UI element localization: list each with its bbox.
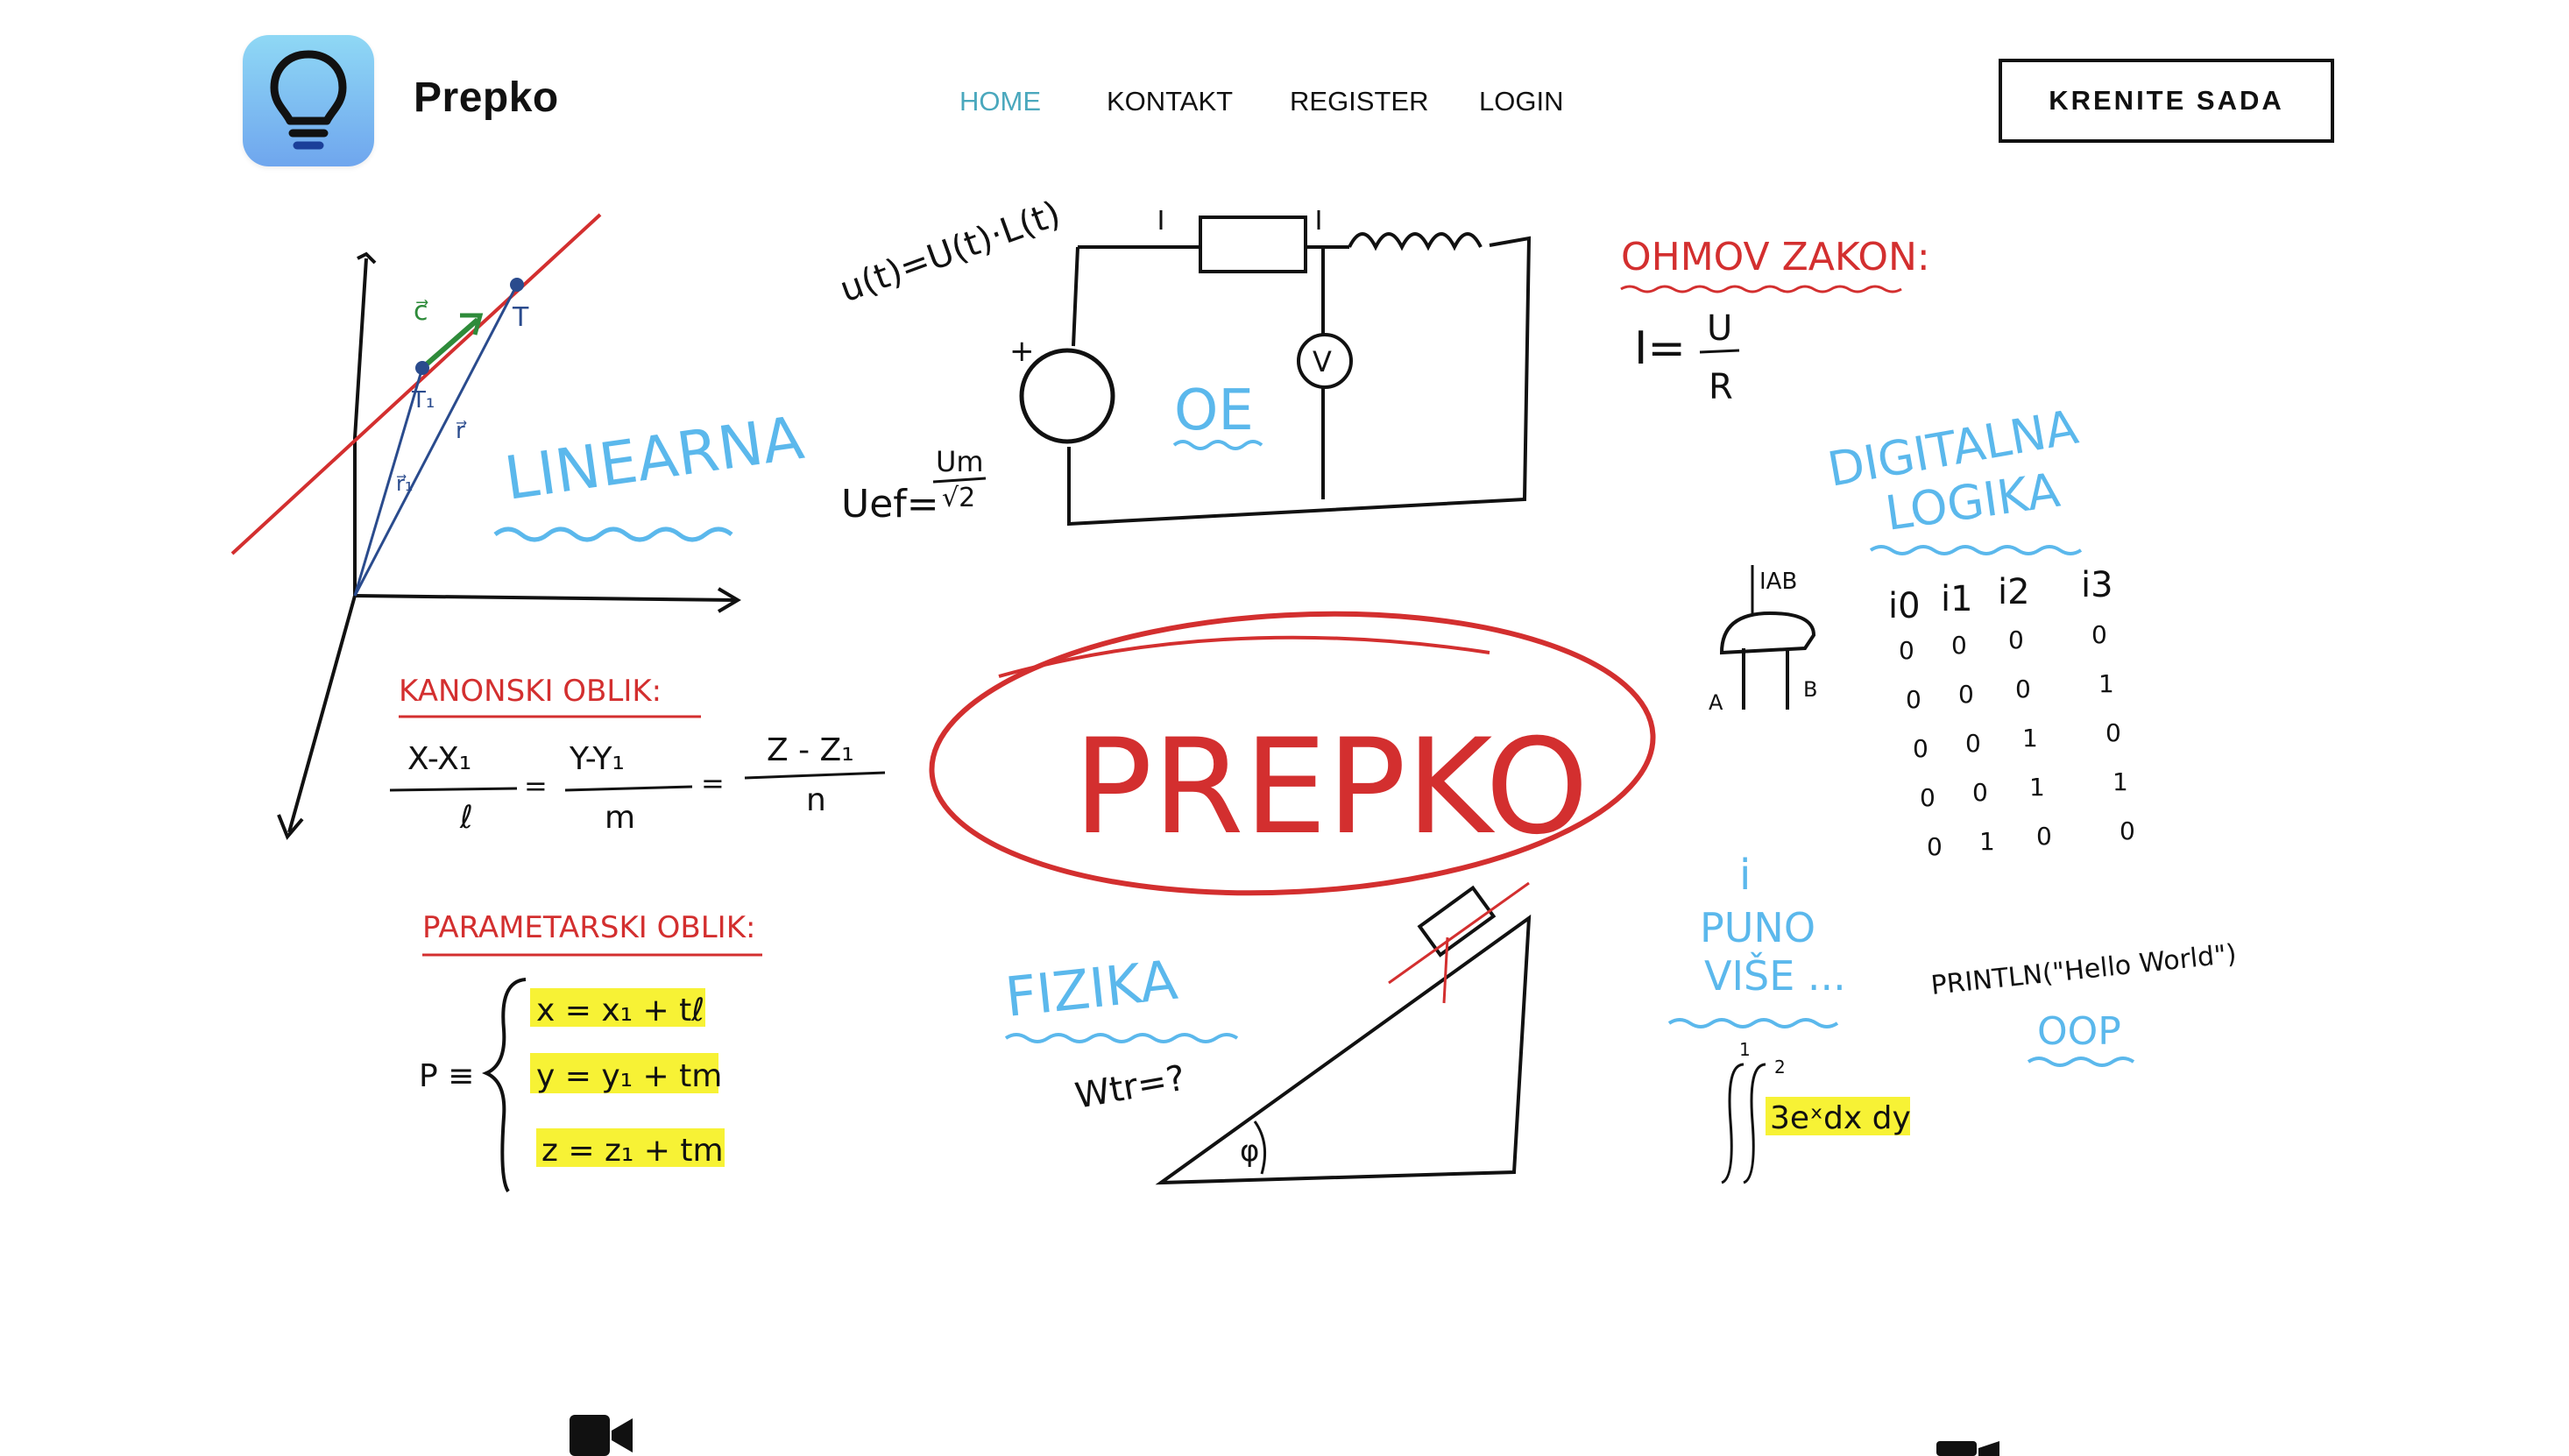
prepko-center: PREPKO bbox=[929, 611, 1656, 896]
eq-c-den: n bbox=[806, 782, 826, 818]
linearna-heading: LINEARNA bbox=[500, 404, 808, 514]
angle-phi: φ bbox=[1240, 1134, 1259, 1169]
integral-lower: 1 bbox=[1739, 1039, 1751, 1060]
uef-den: √2 bbox=[942, 483, 975, 513]
truth-cell: 1 bbox=[2113, 767, 2128, 796]
eq-a-num: X-X₁ bbox=[407, 741, 471, 777]
ohm-title: OHMOV ZAKON: bbox=[1621, 235, 1930, 279]
video-camera-icon bbox=[570, 1415, 633, 1456]
println-code: PRINTLN("Hello World") bbox=[1929, 939, 2238, 1001]
param-z: z = z₁ + tm bbox=[541, 1133, 724, 1169]
kanonski-title: KANONSKI OBLIK: bbox=[399, 674, 662, 709]
video-camera-icon bbox=[1936, 1441, 1999, 1456]
nav-kontakt[interactable]: KONTAKT bbox=[1107, 86, 1234, 117]
truth-cell: 0 bbox=[2015, 675, 2031, 703]
physics-section: FIZIKA Wtr=? φ bbox=[1002, 881, 1532, 1185]
truth-cell: 0 bbox=[1899, 636, 1914, 665]
svg-text:+: + bbox=[1009, 334, 1035, 369]
vector-r1-label: r⃗₁ bbox=[396, 471, 414, 496]
truth-cell: 0 bbox=[1920, 783, 1936, 812]
nav-register[interactable]: REGISTER bbox=[1290, 86, 1429, 117]
uef-num: Um bbox=[936, 445, 984, 478]
oop-label: OOP bbox=[2037, 1009, 2121, 1054]
parametarski-title: PARAMETARSKI OBLIK: bbox=[422, 910, 755, 945]
truth-cell: 0 bbox=[1906, 685, 1921, 714]
integral-expr: 3eˣdx dy bbox=[1770, 1100, 1911, 1136]
param-x: x = x₁ + tℓ bbox=[536, 993, 704, 1028]
eq-b-num: Y-Y₁ bbox=[569, 741, 625, 777]
svg-text:=: = bbox=[701, 767, 725, 800]
ohm-section: OHMOV ZAKON: I= U R bbox=[1620, 235, 1930, 407]
ohm-u: U bbox=[1707, 308, 1732, 349]
oe-label: OE bbox=[1174, 378, 1254, 443]
wtr-label: Wtr=? bbox=[1072, 1058, 1189, 1117]
programming-section: PRINTLN("Hello World") OOP bbox=[1929, 939, 2238, 1067]
linear-algebra-sketch: T T₁ c⃗ r⃗ r⃗₁ LINEARNA bbox=[230, 213, 808, 840]
truth-cell: 0 bbox=[1958, 680, 1974, 709]
center-logo-text: PREPKO bbox=[1073, 711, 1589, 864]
kanonski-section: KANONSKI OBLIK: X-X₁ ℓ = Y-Y₁ m = Z - Z₁… bbox=[389, 674, 886, 836]
truth-header-cell: i3 bbox=[2081, 565, 2113, 605]
eq-a-den: ℓ bbox=[459, 800, 473, 836]
nav-home[interactable]: HOME bbox=[959, 86, 1041, 117]
truth-header-cell: i2 bbox=[1998, 572, 2030, 612]
brand-name[interactable]: Prepko bbox=[414, 74, 559, 121]
param-p: P ≡ bbox=[419, 1058, 474, 1094]
truth-cell: 1 bbox=[1979, 827, 1995, 856]
puno-i: i bbox=[1739, 851, 1751, 900]
truth-cell: 0 bbox=[2091, 620, 2107, 649]
fizika-heading: FIZIKA bbox=[1002, 948, 1180, 1029]
vise-label: VIŠE ... bbox=[1704, 951, 1846, 1000]
truth-cell: 0 bbox=[1927, 832, 1943, 861]
circuit-sketch: u(t)=U(t)·L(t) + V OE Uef= Um √2 bbox=[835, 194, 1532, 527]
eq-c-num: Z - Z₁ bbox=[767, 732, 854, 768]
lightbulb-icon bbox=[270, 50, 347, 150]
truth-cell: 0 bbox=[1972, 778, 1988, 807]
truth-cell: 1 bbox=[2098, 669, 2114, 698]
truth-cell: 0 bbox=[2036, 822, 2052, 851]
vector-c-label: c⃗ bbox=[414, 296, 428, 327]
param-y: y = y₁ + tm bbox=[536, 1058, 722, 1094]
truth-header-cell: i0 bbox=[1888, 586, 1921, 626]
truth-cell: 0 bbox=[1965, 729, 1981, 758]
parametarski-section: PARAMETARSKI OBLIK: P ≡ x = x₁ + tℓ y = … bbox=[419, 910, 762, 1193]
vector-r-label: r⃗ bbox=[456, 418, 467, 444]
uef-label: Uef= bbox=[841, 482, 939, 527]
point-t-label: T bbox=[512, 302, 529, 333]
nav-login[interactable]: LOGIN bbox=[1479, 86, 1564, 117]
eq-b-den: m bbox=[605, 800, 635, 836]
truth-header-cell: i1 bbox=[1941, 579, 1973, 619]
truth-cell: 0 bbox=[2008, 626, 2024, 654]
point-t1-label: T₁ bbox=[411, 387, 435, 413]
gate-output-label: IAB bbox=[1759, 569, 1797, 595]
truth-cell: 0 bbox=[2120, 816, 2135, 845]
integral-upper: 2 bbox=[1774, 1057, 1786, 1078]
truth-cell: 0 bbox=[1951, 631, 1967, 660]
svg-text:=: = bbox=[524, 769, 548, 802]
truth-cell: 1 bbox=[2022, 724, 2038, 753]
puno-label: PUNO bbox=[1700, 904, 1815, 951]
gate-input-b: B bbox=[1803, 677, 1817, 702]
circuit-equation: u(t)=U(t)·L(t) bbox=[835, 194, 1066, 310]
gate-input-a: A bbox=[1709, 690, 1723, 715]
truth-cell: 0 bbox=[1913, 734, 1929, 763]
more-section: i PUNO VIŠE ... 1 2 3eˣdx dy bbox=[1667, 851, 1911, 1184]
app-logo[interactable] bbox=[243, 35, 374, 166]
truth-cell: 1 bbox=[2029, 773, 2045, 802]
cta-button[interactable]: KRENITE SADA bbox=[1999, 59, 2334, 143]
ohm-i: I= bbox=[1634, 322, 1686, 375]
ohm-r: R bbox=[1709, 367, 1733, 407]
truth-cell: 0 bbox=[2105, 718, 2121, 747]
svg-text:V: V bbox=[1313, 345, 1332, 378]
